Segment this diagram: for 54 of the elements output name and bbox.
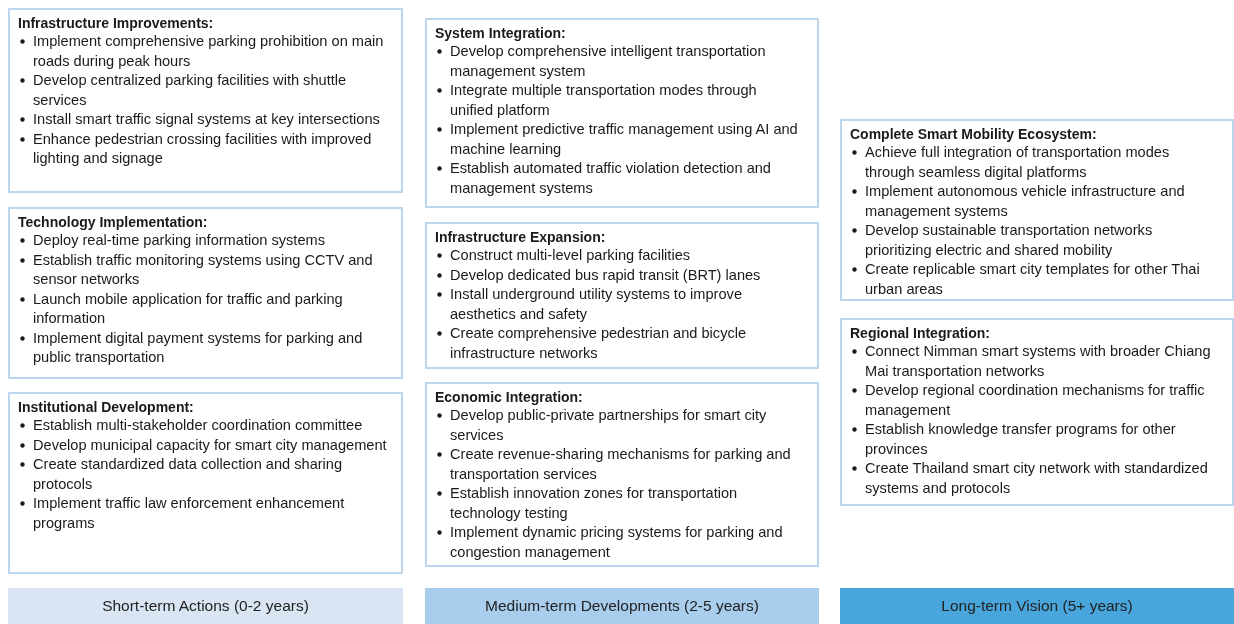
bullet-item: Establish innovation zones for transportation technology testing	[450, 485, 738, 521]
timeframe-band	[425, 588, 819, 624]
action-card	[840, 119, 1234, 301]
bullet-item: Create comprehensive pedestrian and bicycle infrastructure networks	[450, 325, 747, 361]
bullet-item: Establish automated traffic violation detection and management systems	[450, 160, 771, 196]
bullet-item: Develop sustainable transportation networks prioritizing electric and shared mobility	[865, 222, 1153, 258]
bullet-item: Enhance pedestrian crossing facilities with improved lighting and signage	[33, 130, 372, 166]
bullet-item: Implement digital payment systems for parking and public transportation	[33, 329, 363, 365]
bullet-item: Create standardized data collection and sharing protocols	[33, 456, 343, 492]
bullet-item: Implement traffic law enforcement enhancement programs	[33, 495, 345, 531]
bullet-item: Launch mobile application for traffic and parking information	[33, 290, 343, 326]
action-card	[425, 18, 819, 208]
timeframe-label: Medium-term Developments (2-5 years)	[485, 597, 759, 615]
card-heading: Institutional Development:	[18, 399, 195, 415]
bullet-item: Connect Nimman smart systems with broader Chiang Mai transportation networks	[865, 343, 1211, 379]
bullet-item: Develop centralized parking facilities with shuttle services	[33, 72, 347, 108]
bullet-item: Create Thailand smart city network with standardized systems and protocols	[865, 460, 1208, 496]
bullet-item: Develop regional coordination mechanisms for traffic management	[865, 382, 1205, 418]
card-heading: Infrastructure Improvements:	[18, 15, 215, 31]
card-heading: Infrastructure Expansion:	[435, 229, 607, 245]
bullet-item: Implement predictive traffic management using AI and machine learning	[450, 121, 798, 157]
action-card	[840, 318, 1234, 506]
bullet-item: Implement dynamic pricing systems for parking and congestion management	[450, 524, 783, 560]
bullet-item: Develop dedicated bus rapid transit (BRT) lanes	[450, 266, 761, 283]
bullet-item: Establish traffic monitoring systems using CCTV and sensor networks	[33, 251, 373, 287]
timeframe-label: Long-term Vision (5+ years)	[941, 597, 1133, 615]
bullet-item: Develop municipal capacity for smart city management	[33, 436, 387, 453]
action-card	[8, 8, 403, 193]
action-card	[425, 222, 819, 369]
bullet-item: Implement comprehensive parking prohibition on main roads during peak hours	[33, 33, 384, 69]
bullet-item: Construct multi-level parking facilities	[450, 247, 691, 263]
bullet-item: Install underground utility systems to improve aesthetics and safety	[450, 286, 742, 322]
timeframe-band	[840, 588, 1234, 624]
bullet-item: Establish knowledge transfer programs for other provinces	[865, 421, 1176, 457]
timeframe-band	[8, 588, 403, 624]
action-card	[8, 392, 403, 574]
bullet-item: Establish multi-stakeholder coordination committee	[33, 417, 363, 433]
action-card	[425, 382, 819, 567]
bullet-item: Create replicable smart city templates for other Thai urban areas	[865, 261, 1200, 297]
bullet-item: Create revenue-sharing mechanisms for parking and transportation services	[450, 446, 791, 482]
bullet-item: Deploy real-time parking information systems	[33, 232, 325, 248]
bullet-item: Install smart traffic signal systems at key intersections	[33, 111, 380, 127]
bullet-item: Develop comprehensive intelligent transportation management system	[450, 43, 766, 79]
card-heading: Technology Implementation:	[18, 214, 209, 230]
card-heading: Complete Smart Mobility Ecosystem:	[850, 126, 1098, 142]
bullet-item: Develop public-private partnerships for smart city services	[450, 407, 767, 443]
card-heading: System Integration:	[435, 25, 567, 41]
card-heading: Economic Integration:	[435, 389, 584, 405]
bullet-item: Implement autonomous vehicle infrastructure and management systems	[865, 183, 1185, 219]
bullet-item: Integrate multiple transportation modes through unified platform	[450, 82, 757, 118]
card-heading: Regional Integration:	[850, 325, 991, 341]
action-card	[8, 207, 403, 379]
bullet-item: Achieve full integration of transportation modes through seamless digital platforms	[865, 144, 1170, 180]
timeframe-label: Short-term Actions (0-2 years)	[102, 597, 309, 615]
